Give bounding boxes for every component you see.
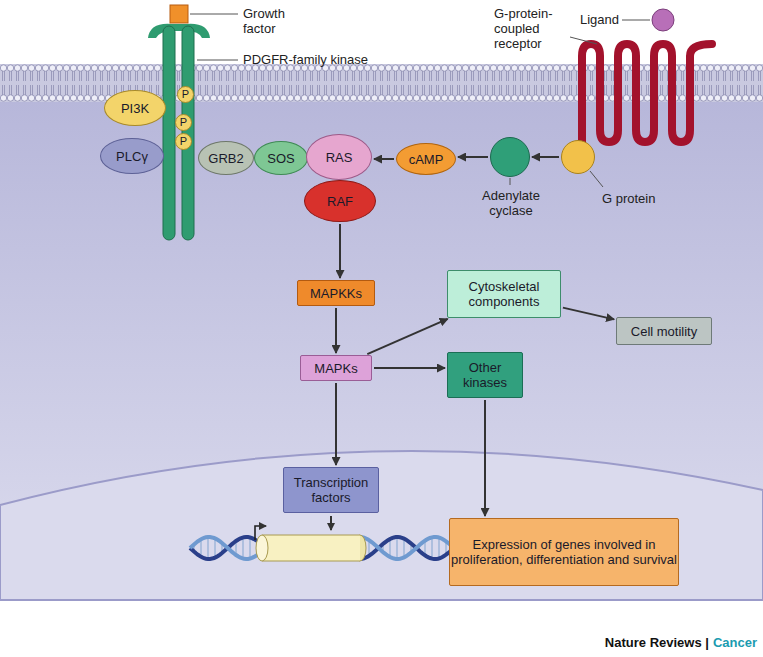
arrow	[563, 308, 614, 320]
arrow	[335, 308, 337, 353]
receptor-chain	[163, 26, 175, 240]
node-label: MAPKKs	[310, 286, 362, 301]
arrow	[374, 158, 394, 160]
phospho-dot: P	[175, 114, 192, 131]
leader-line	[622, 20, 650, 21]
grb2-ellipse: GRB2	[198, 141, 254, 175]
tf-box: Transcription factors	[283, 467, 379, 513]
credit-text: Cancer	[713, 635, 757, 650]
node-label: P	[180, 136, 187, 147]
leader-line	[190, 14, 238, 15]
receptor-cap	[148, 24, 210, 38]
motility-box: Cell motility	[616, 317, 712, 345]
phospho-dot: P	[175, 133, 192, 150]
tf-arrow	[330, 516, 332, 530]
gene-expression-box: Expression of genes involved in prolifer…	[449, 518, 679, 586]
callout-label: Growth factor	[243, 6, 305, 36]
leader-line	[570, 37, 597, 44]
arrow	[339, 224, 341, 278]
cytoplasm	[0, 100, 763, 600]
credit: Nature Reviews | Cancer	[605, 635, 757, 650]
callout-label: PDGFR-family kinase	[243, 52, 368, 67]
node-label: cAMP	[409, 152, 444, 167]
arrow	[532, 156, 559, 158]
g-protein: G protein	[561, 140, 595, 174]
node-label: Adenylate cyclase	[466, 188, 556, 218]
leader-line	[590, 171, 603, 187]
leader-line	[510, 178, 511, 185]
mapkk-box: MAPKKs	[297, 280, 375, 306]
node-label: RAS	[326, 150, 353, 165]
raf-ellipse: RAF	[304, 180, 376, 222]
node-label: GRB2	[208, 151, 243, 166]
arrow	[374, 367, 445, 369]
node-label: PI3K	[121, 101, 149, 116]
ras-ellipse: RAS	[306, 134, 372, 180]
node-label: Expression of genes involved in prolifer…	[450, 537, 678, 567]
node-label: Cell motility	[631, 324, 697, 339]
node-label: G protein	[602, 191, 682, 206]
node-label: P	[182, 89, 189, 100]
callout-label: Ligand	[580, 12, 619, 27]
node-label: Other kinases	[448, 360, 522, 390]
node-label: Transcription factors	[284, 475, 378, 505]
kinase-box: Other kinases	[447, 352, 523, 398]
node-label: SOS	[267, 151, 294, 166]
callout-label: G-protein-coupled receptor	[494, 6, 568, 51]
ligand	[652, 9, 674, 31]
growth-factor	[170, 5, 188, 23]
promoter-arrow	[255, 526, 266, 540]
plc-ellipse: PLCγ	[100, 138, 164, 174]
node-label: MAPKs	[314, 361, 357, 376]
node-label: P	[180, 117, 187, 128]
leader-line	[197, 60, 238, 61]
cytoskeleton-box: Cytoskeletal components	[447, 270, 561, 318]
adenylate-cyclase: Adenylate cyclase	[490, 137, 530, 177]
gene	[256, 535, 268, 561]
gene	[262, 535, 360, 561]
arrow	[458, 156, 488, 158]
pi3k-ellipse: PI3K	[104, 90, 166, 126]
mapk-box: MAPKs	[300, 355, 372, 381]
credit-text: Nature Reviews |	[605, 635, 709, 650]
node-label: PLCγ	[116, 149, 148, 164]
arrow	[367, 319, 447, 354]
node-label: Cytoskeletal components	[448, 279, 560, 309]
phospho-dot: P	[177, 86, 194, 103]
node-label: RAF	[327, 194, 353, 209]
nucleus	[0, 451, 763, 600]
gpcr	[582, 44, 712, 142]
arrow	[335, 383, 337, 465]
camp-ellipse: cAMP	[396, 143, 456, 175]
sos-ellipse: SOS	[254, 141, 308, 175]
arrow	[484, 400, 486, 516]
